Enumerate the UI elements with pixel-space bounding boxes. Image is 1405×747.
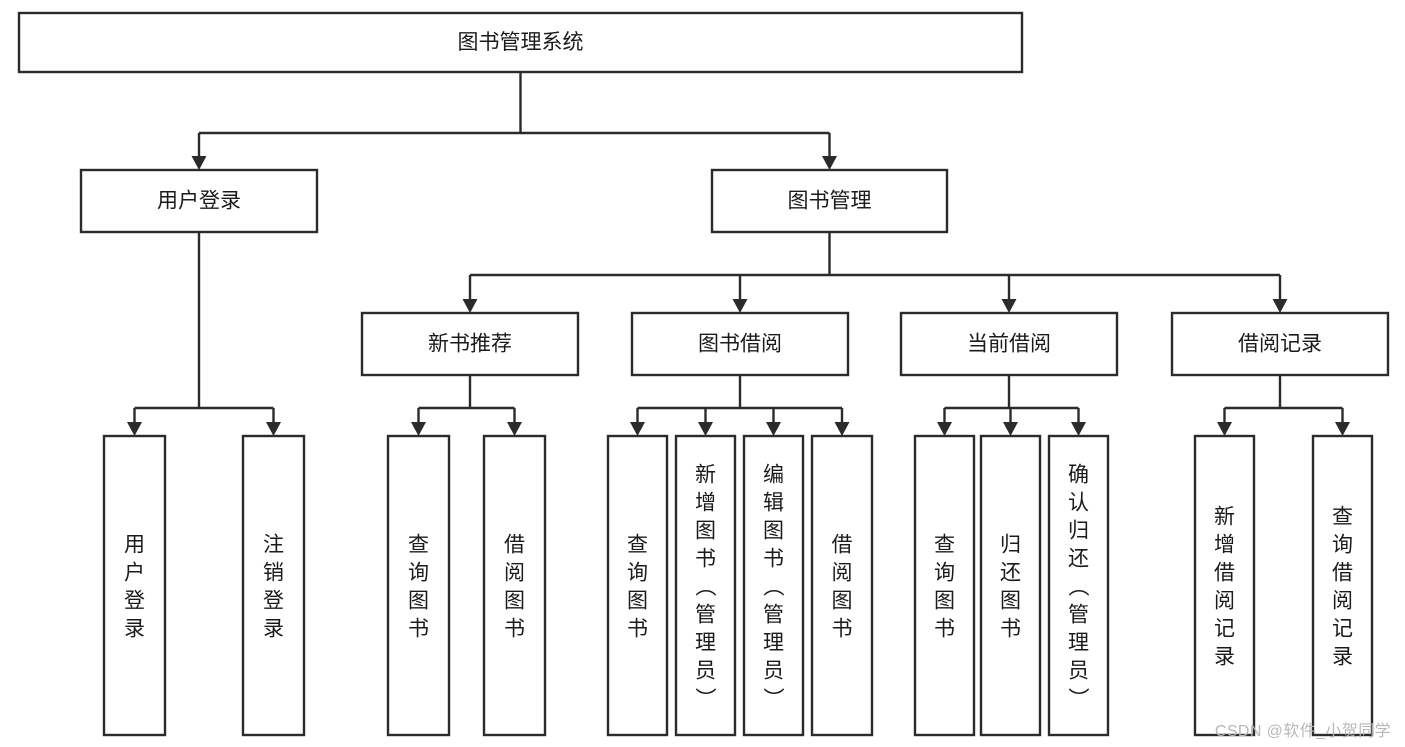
node-leaf-confirm-return[interactable]: 确认归还（管理员）	[1047, 434, 1110, 737]
node-box	[899, 311, 1119, 377]
node-label: 归还图书	[1000, 534, 1021, 641]
node-leaf-logout[interactable]: 注销登录	[241, 434, 306, 737]
node-label: 查询图书	[934, 534, 955, 641]
node-leaf-query-borrow-rec[interactable]: 查询借阅记录	[1311, 434, 1374, 737]
node-book-borrow[interactable]: 图书借阅	[630, 311, 850, 377]
node-leaf-query-book-cb[interactable]: 查询图书	[913, 434, 976, 737]
node-label: 借阅图书	[832, 534, 853, 641]
node-book-manage[interactable]: 图书管理	[710, 168, 949, 234]
node-leaf-query-book-bb[interactable]: 查询图书	[606, 434, 669, 737]
node-box	[102, 434, 167, 737]
node-label: 当前借阅	[967, 333, 1051, 356]
node-label: 用户登录	[124, 534, 145, 641]
node-box	[1311, 434, 1374, 737]
node-root-root[interactable]: 图书管理系统	[17, 11, 1024, 74]
node-label: 注销登录	[263, 534, 284, 641]
node-new-book-recommend[interactable]: 新书推荐	[360, 311, 580, 377]
node-label: 借阅图书	[504, 534, 525, 641]
node-box	[17, 11, 1024, 74]
node-box	[606, 434, 669, 737]
node-label: 图书管理	[788, 190, 872, 213]
node-label: 查询图书	[627, 534, 648, 641]
node-user-login[interactable]: 用户登录	[79, 168, 319, 234]
edges-layer	[127, 72, 1350, 436]
node-borrow-record[interactable]: 借阅记录	[1170, 311, 1390, 377]
node-label: 编辑图书（管理员）	[763, 464, 785, 711]
node-leaf-borrow-book-bb[interactable]: 借阅图书	[810, 434, 874, 737]
node-leaf-borrow-book-nbr[interactable]: 借阅图书	[482, 434, 547, 737]
node-box	[79, 168, 319, 234]
node-box	[482, 434, 547, 737]
node-box	[979, 434, 1042, 737]
node-box	[1047, 434, 1110, 737]
node-leaf-edit-book-admin[interactable]: 编辑图书（管理员）	[742, 434, 805, 737]
node-box	[674, 434, 737, 737]
node-box	[241, 434, 306, 737]
node-leaf-query-book-nbr[interactable]: 查询图书	[386, 434, 451, 737]
watermark-label: CSDN @软件_小贺同学	[1214, 723, 1391, 740]
node-label: 借阅记录	[1238, 333, 1322, 356]
node-label: 图书管理系统	[458, 31, 584, 54]
node-label: 新增借阅记录	[1214, 506, 1235, 669]
node-box	[810, 434, 874, 737]
node-box	[630, 311, 850, 377]
node-box	[1170, 311, 1390, 377]
node-box	[386, 434, 451, 737]
node-label: 新书推荐	[428, 333, 512, 356]
node-label: 确认归还（管理员）	[1068, 464, 1090, 711]
nodes-layer: 图书管理系统用户登录图书管理新书推荐图书借阅当前借阅借阅记录用户登录注销登录查询…	[17, 11, 1390, 737]
node-box	[1193, 434, 1256, 737]
node-label: 用户登录	[157, 190, 241, 213]
node-leaf-add-book-admin[interactable]: 新增图书（管理员）	[674, 434, 737, 737]
node-box	[913, 434, 976, 737]
node-label: 查询图书	[408, 534, 429, 641]
node-box	[710, 168, 949, 234]
node-label: 新增图书（管理员）	[695, 464, 717, 711]
node-box	[742, 434, 805, 737]
node-leaf-return-book[interactable]: 归还图书	[979, 434, 1042, 737]
node-current-borrow[interactable]: 当前借阅	[899, 311, 1119, 377]
node-leaf-user-login[interactable]: 用户登录	[102, 434, 167, 737]
node-box	[360, 311, 580, 377]
node-leaf-add-borrow-record[interactable]: 新增借阅记录	[1193, 434, 1256, 737]
node-label: 图书借阅	[698, 333, 782, 356]
node-label: 查询借阅记录	[1332, 506, 1353, 669]
